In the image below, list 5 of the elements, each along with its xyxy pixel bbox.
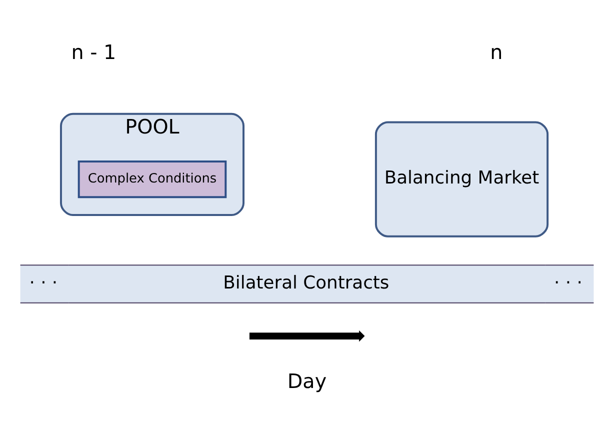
label: Day [287,370,327,393]
label: n - 1 [71,40,116,64]
node-box: Complex Conditions [78,160,227,198]
label: n [490,40,503,64]
node-box: Balancing Market [374,120,549,237]
